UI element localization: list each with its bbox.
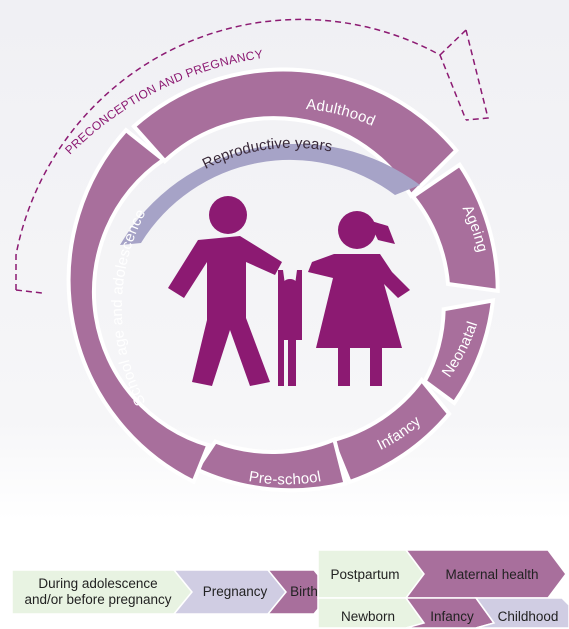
label-preschool: Pre-school bbox=[248, 468, 323, 488]
reproductive-years-band bbox=[120, 143, 420, 245]
step-newborn: Newborn bbox=[340, 609, 396, 624]
family-figures-icon bbox=[168, 196, 410, 386]
step-adolescence-line1: During adolescence bbox=[38, 576, 158, 591]
step-maternal-health: Maternal health bbox=[445, 567, 539, 582]
segment-neonatal bbox=[422, 298, 496, 406]
continuum-shapes bbox=[11, 549, 569, 628]
segment-ageing bbox=[410, 162, 500, 294]
chevron-childhood bbox=[474, 597, 569, 628]
step-pregnancy: Pregnancy bbox=[202, 584, 268, 599]
step-postpartum: Postpartum bbox=[330, 567, 400, 582]
preconception-arrow bbox=[15, 18, 489, 294]
step-childhood: Childhood bbox=[497, 609, 559, 624]
segment-adulthood bbox=[131, 67, 460, 199]
step-infancy: Infancy bbox=[430, 609, 474, 624]
step-birth: Birth bbox=[290, 584, 318, 599]
step-adolescence-line2: and/or before pregnancy bbox=[24, 592, 172, 607]
chevron-birth bbox=[266, 569, 333, 615]
continuum-of-care: During adolescence and/or before pregnan… bbox=[0, 545, 569, 628]
segment-school-age bbox=[66, 127, 211, 485]
life-cycle-diagram: PRECONCEPTION AND PREGNANCY Adulthood Re… bbox=[15, 18, 500, 493]
step-adolescence: During adolescence and/or before pregnan… bbox=[16, 573, 180, 611]
